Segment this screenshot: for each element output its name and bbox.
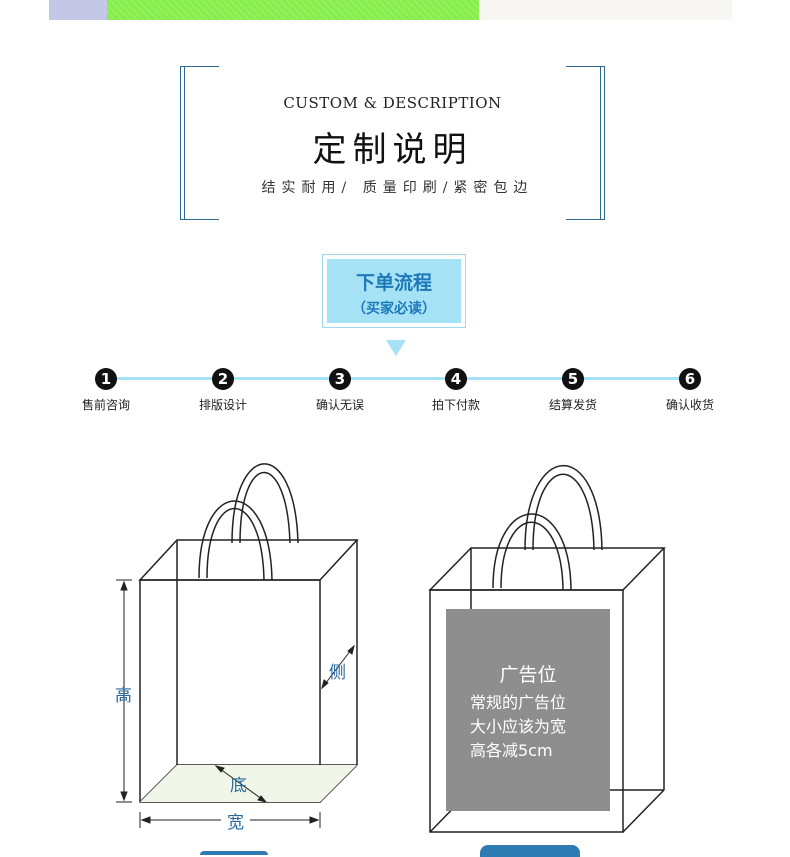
order-process-box: 下单流程 （买家必读）: [322, 254, 466, 328]
right-bag-drawing: [428, 464, 666, 833]
left-bag-bottom-tint: [140, 765, 357, 802]
height-label: 高: [115, 686, 132, 706]
ad-area-text: 广告位 常规的广告位 大小应该为宽 高各减5cm: [446, 610, 610, 812]
top-strip-green: [107, 0, 479, 20]
ad-area: [446, 609, 610, 811]
ad-line-1: 常规的广告位: [470, 693, 567, 712]
step-number: 1: [95, 368, 117, 390]
step-4: 4 拍下付款: [406, 368, 506, 413]
english-title: CUSTOM & DESCRIPTION: [283, 94, 502, 112]
step-label: 拍下付款: [431, 398, 480, 412]
step-number: 2: [212, 368, 234, 390]
step-label: 排版设计: [198, 398, 247, 412]
ad-description: 常规的广告位 大小应该为宽 高各减5cm: [470, 691, 566, 763]
step-6: 6 确认收货: [640, 368, 740, 413]
top-strip-cream: [479, 0, 732, 20]
order-process-subtitle: （买家必读）: [352, 301, 436, 317]
ad-line-2: 大小应该为宽: [470, 717, 567, 736]
bottom-label: 底: [230, 776, 247, 796]
bag-diagrams: [116, 463, 666, 833]
step-3: 3 确认无误: [290, 368, 390, 413]
right-bracket: [566, 66, 605, 220]
step-number: 5: [562, 368, 584, 390]
chinese-title: 定制说明: [312, 130, 473, 170]
dimension-arrows: [116, 579, 355, 828]
ad-line-3: 高各减5cm: [470, 741, 553, 760]
bottom-tab-right: [480, 845, 580, 857]
step-number: 3: [329, 368, 351, 390]
step-label: 售前咨询: [81, 398, 130, 412]
left-bracket: [180, 66, 219, 220]
bottom-tab-left: [200, 851, 268, 855]
step-label: 确认收货: [665, 398, 714, 412]
ad-title: 广告位: [499, 664, 557, 686]
step-1: 1 售前咨询: [56, 368, 156, 413]
title-subtitle: 结实耐用/ 质量印刷/紧密包边: [261, 180, 534, 196]
side-label: 侧: [329, 663, 346, 683]
width-label: 宽: [221, 808, 250, 833]
down-triangle-icon: [386, 340, 406, 356]
step-5: 5 结算发货: [523, 368, 623, 413]
step-label: 确认无误: [315, 398, 364, 412]
step-label: 结算发货: [548, 398, 597, 412]
step-number: 6: [679, 368, 701, 390]
steps-connector-line: [106, 377, 690, 380]
step-2: 2 排版设计: [173, 368, 273, 413]
left-bag-drawing: [138, 463, 359, 803]
step-number: 4: [445, 368, 467, 390]
order-process-title: 下单流程: [355, 272, 432, 294]
top-strip-lavender: [49, 0, 107, 20]
